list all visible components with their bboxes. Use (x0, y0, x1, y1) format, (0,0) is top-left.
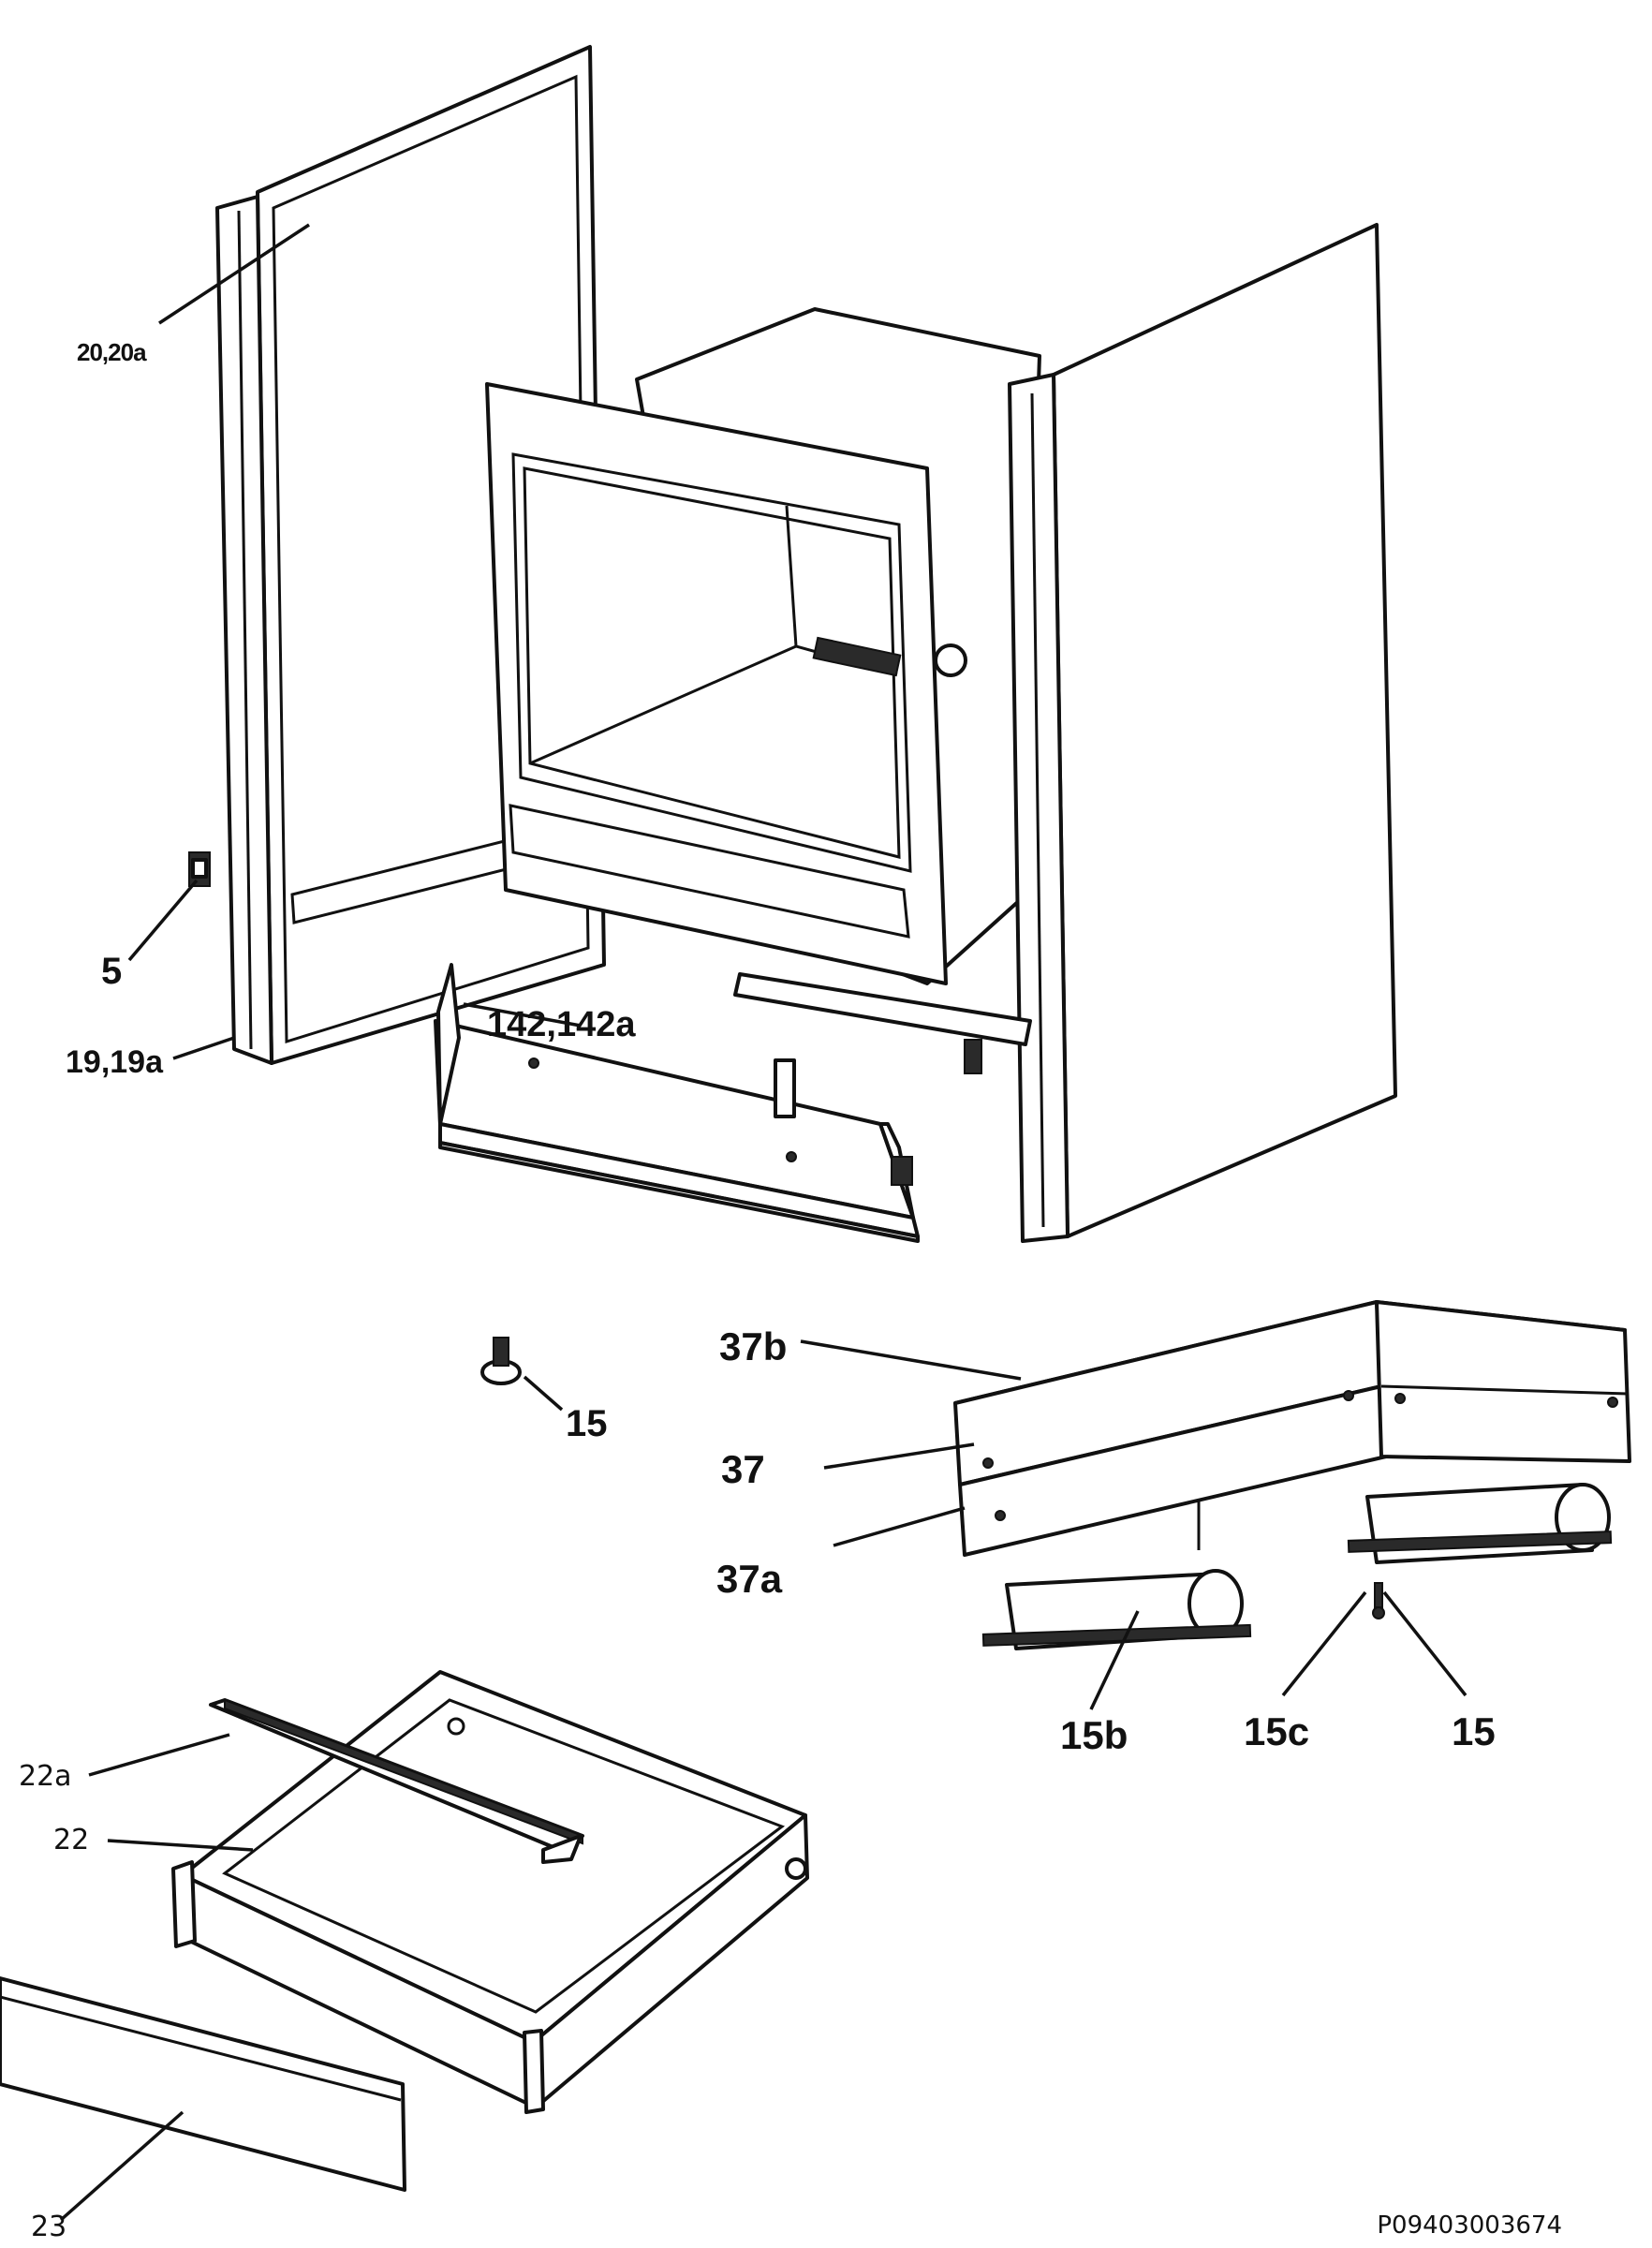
drawing-code: P09403003674 (1377, 2211, 1562, 2240)
callout-142-142a: 142,142a (487, 1005, 636, 1044)
oven-cavity (485, 307, 1041, 985)
hinge-clip (188, 851, 211, 887)
callout-15-rear: 15 (1452, 1709, 1496, 1753)
callout-37: 37 (721, 1447, 765, 1491)
callout-22a: 22a (19, 1760, 72, 1793)
callout-37a: 37a (716, 1557, 783, 1601)
callout-15b: 15b (1060, 1713, 1128, 1757)
bottom-cross-rail (733, 972, 1032, 1074)
rear-wheel-unit (1347, 1483, 1613, 1564)
callout-37b: 37b (719, 1324, 788, 1368)
callout-19-19a: 19,19a (66, 1044, 163, 1080)
wheel-pin (1372, 1582, 1385, 1619)
right-side-panel (1008, 223, 1397, 1243)
callout-23: 23 (31, 2211, 67, 2243)
kick-plate (434, 963, 920, 1243)
adjustable-foot (480, 1337, 522, 1385)
drawer-rail (209, 1698, 584, 1864)
callout-22: 22 (53, 1824, 90, 1856)
storage-drawer (171, 1670, 809, 2114)
callout-15-foot: 15 (566, 1403, 608, 1444)
callout-15c: 15c (1244, 1709, 1310, 1753)
callout-20-20a: 20,20a (77, 338, 147, 366)
front-wheel-unit (981, 1569, 1252, 1650)
drawer-front-panel (0, 1976, 406, 2192)
leader-lines (59, 223, 1468, 2222)
base-plinth (953, 1300, 1631, 1557)
callout-5: 5 (101, 951, 123, 992)
